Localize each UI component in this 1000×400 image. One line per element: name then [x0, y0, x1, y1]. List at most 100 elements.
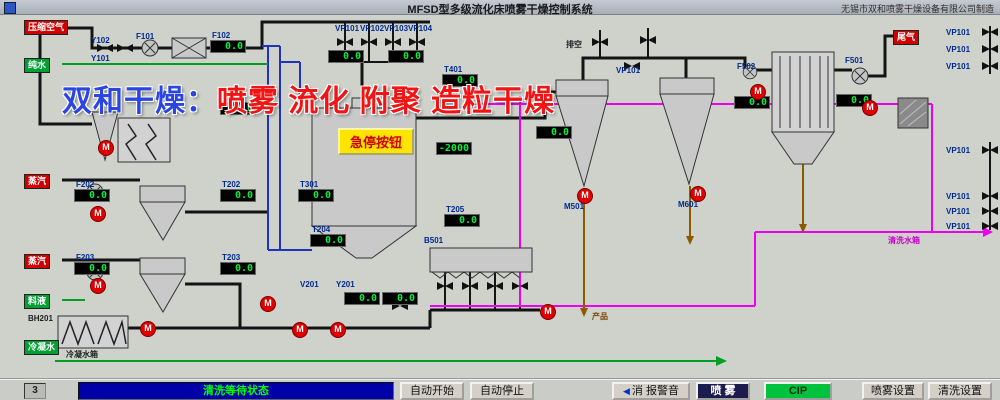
- page-title: MFSD型多级流化床喷雾干燥控制系统: [407, 4, 593, 16]
- control-button[interactable]: CIP: [764, 382, 832, 400]
- bag-filter-cone: [771, 131, 835, 165]
- motor-indicator[interactable]: M: [90, 278, 106, 294]
- control-button[interactable]: 喷雾设置: [862, 382, 924, 400]
- motor-indicator[interactable]: M: [750, 84, 766, 100]
- page-indicator[interactable]: 3: [24, 383, 46, 399]
- process-diagram-graphics: [38, 20, 998, 366]
- display-value: 0.0: [458, 215, 477, 226]
- line-tag: 蒸汽: [24, 254, 51, 269]
- display-value: 0.0: [550, 127, 569, 138]
- equipment-label: 产品: [592, 312, 608, 321]
- control-button[interactable]: 喷 雾: [696, 382, 750, 400]
- display-label: T203: [222, 253, 241, 262]
- pipes-blue: [262, 45, 312, 251]
- fan-f501: [851, 67, 869, 85]
- equipment-label: VP103: [384, 24, 409, 33]
- display-value: 0.0: [402, 51, 421, 62]
- display-value: 0.0: [312, 190, 331, 201]
- equipment-label: Y101: [91, 54, 110, 63]
- display-value: 0.0: [358, 293, 377, 304]
- display-label: T101: [222, 93, 241, 102]
- motor-indicator[interactable]: M: [98, 140, 114, 156]
- equipment-label: Y201: [336, 280, 355, 289]
- chamber-nozzle: [351, 97, 375, 109]
- control-button[interactable]: 清洗设置: [928, 382, 992, 400]
- equipment-label: M601: [678, 200, 699, 209]
- motor-indicator[interactable]: M: [292, 322, 308, 338]
- equipment-label: BH201: [28, 314, 53, 323]
- control-button[interactable]: ◀消 报警音: [612, 382, 690, 400]
- display-label: T401: [444, 65, 463, 74]
- electric-heater: [117, 117, 171, 163]
- equipment-label: VP101: [616, 66, 641, 75]
- equipment-label: VP102: [360, 24, 385, 33]
- value-display: T205 0.0: [444, 205, 480, 227]
- motor-indicator[interactable]: M: [540, 304, 556, 320]
- display-value: 0.0: [456, 75, 475, 86]
- cyclone-s4-top: [139, 257, 186, 275]
- equipment-label: 冷凝水箱: [66, 350, 98, 359]
- display-value: 0.0: [324, 235, 343, 246]
- button-label: 喷雾设置: [871, 385, 915, 397]
- motor-indicator[interactable]: M: [330, 322, 346, 338]
- control-button[interactable]: 自动停止: [470, 382, 534, 400]
- display-value: 0.0: [234, 103, 253, 114]
- control-button[interactable]: 自动开始: [400, 382, 464, 400]
- motor-indicator[interactable]: M: [140, 321, 156, 337]
- drying-chamber: [311, 107, 417, 227]
- equipment-label: VP101: [946, 45, 971, 54]
- status-text: 清洗等待状态: [78, 382, 394, 400]
- motor-indicator[interactable]: M: [862, 100, 878, 116]
- manufacturer-text: 无锡市双和喷雾干燥设备有限公司制造: [840, 4, 994, 14]
- equipment-label: Y102: [91, 36, 110, 45]
- line-tag: 压缩空气: [24, 20, 69, 35]
- line-tag: 纯水: [24, 58, 51, 73]
- display-value: 0.0: [234, 190, 253, 201]
- display-value: 0.0: [224, 41, 243, 52]
- fluid-bed: [429, 247, 533, 273]
- value-display: 0.0: [328, 50, 364, 63]
- display-label: T204: [312, 225, 331, 234]
- motor-indicator[interactable]: M: [690, 186, 706, 202]
- button-label: 自动停止: [480, 385, 524, 397]
- bag-filter: [771, 51, 835, 133]
- equipment-label: VP101: [946, 207, 971, 216]
- equipment-label: VP101: [946, 62, 971, 71]
- display-label: T301: [300, 180, 319, 189]
- equipment-label: VP101: [946, 192, 971, 201]
- motor-indicator[interactable]: M: [577, 188, 593, 204]
- motor-indicator[interactable]: M: [90, 206, 106, 222]
- equipment-label: VP101: [946, 222, 971, 231]
- value-display: T301 0.0: [298, 180, 334, 202]
- display-value: 0.0: [234, 263, 253, 274]
- cyclone-s3-top: [139, 185, 186, 203]
- fan-f101: [141, 39, 159, 57]
- display-label: F203: [76, 253, 95, 262]
- display-label: T202: [222, 180, 241, 189]
- equipment-label: 排空: [566, 40, 582, 49]
- value-display: 0.0: [382, 292, 418, 305]
- equipment-label: B501: [424, 236, 444, 245]
- line-tag: 尾气: [893, 30, 920, 45]
- cyclone-s2: [91, 111, 119, 162]
- cyclone-s4: [139, 273, 186, 313]
- emergency-stop-button[interactable]: 急停按钮: [338, 128, 414, 155]
- value-display: 0.0: [536, 126, 572, 139]
- title-bar: MFSD型多级流化床喷雾干燥控制系统 无锡市双和喷雾干燥设备有限公司制造: [0, 0, 1000, 16]
- display-value: 0.0: [396, 293, 415, 304]
- cyclone-a: [555, 95, 609, 188]
- motor-indicator[interactable]: M: [260, 296, 276, 312]
- equipment-label: F101: [136, 32, 155, 41]
- value-display: -2000: [436, 142, 472, 155]
- cyclone-a-top: [555, 79, 609, 97]
- equipment-shapes: [57, 37, 929, 349]
- button-label: CIP: [788, 385, 808, 397]
- button-label: 消 报警音: [631, 385, 679, 397]
- equipment-label: V201: [300, 280, 319, 289]
- display-label: F102: [212, 31, 231, 40]
- value-display: T204 0.0: [310, 225, 346, 247]
- value-display: 0.0: [344, 292, 380, 305]
- cyclone-b: [659, 93, 715, 186]
- app-icon: [4, 2, 16, 14]
